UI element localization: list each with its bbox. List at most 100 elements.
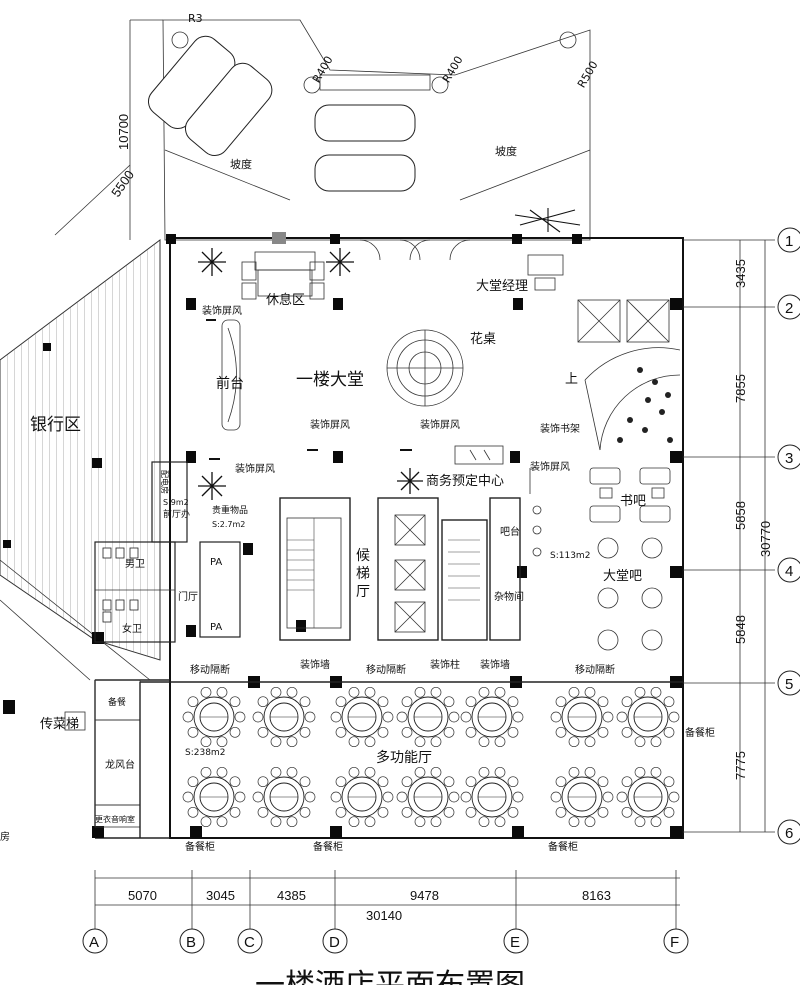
chair bbox=[304, 711, 316, 723]
chair bbox=[634, 686, 646, 698]
chair bbox=[348, 816, 360, 828]
chair bbox=[396, 711, 408, 723]
lobby-bar-tables bbox=[597, 537, 663, 651]
chair bbox=[634, 766, 646, 778]
chair bbox=[414, 816, 426, 828]
dim-bottom: 5070 bbox=[128, 888, 157, 903]
chair bbox=[299, 696, 311, 708]
chair bbox=[377, 776, 389, 788]
round-table bbox=[330, 686, 394, 748]
chair bbox=[330, 711, 342, 723]
chair bbox=[299, 776, 311, 788]
chair bbox=[414, 686, 426, 698]
chair bbox=[465, 726, 477, 738]
chair bbox=[602, 711, 614, 723]
dim-bottom-total: 30140 bbox=[366, 908, 402, 923]
chair bbox=[257, 806, 269, 818]
reception-label: 前台 bbox=[216, 375, 244, 392]
flower-table bbox=[386, 329, 464, 407]
chair bbox=[478, 816, 490, 828]
side-label: 配电房 bbox=[160, 470, 170, 494]
round-table bbox=[396, 766, 460, 828]
chair bbox=[348, 686, 360, 698]
round-table bbox=[460, 686, 524, 748]
chair bbox=[335, 806, 347, 818]
chair bbox=[478, 686, 490, 698]
chair bbox=[507, 776, 519, 788]
cabinet-label: 备餐柜 bbox=[685, 726, 715, 739]
chair bbox=[568, 816, 580, 828]
chair bbox=[443, 726, 455, 738]
decor-wall-label: 装饰墙 bbox=[300, 658, 330, 671]
chair bbox=[252, 791, 264, 803]
chair bbox=[216, 686, 228, 698]
row-axis-label: 1 bbox=[785, 233, 793, 250]
radius-label: R3 bbox=[188, 12, 203, 25]
round-table bbox=[550, 686, 614, 748]
chair bbox=[584, 816, 596, 828]
dim-right: 7775 bbox=[733, 751, 748, 780]
partition-label: 移动隔断 bbox=[190, 663, 230, 676]
chair bbox=[602, 791, 614, 803]
chair bbox=[507, 696, 519, 708]
men-wc-label: 男卫 bbox=[125, 558, 145, 570]
chair bbox=[270, 816, 282, 828]
chair bbox=[597, 726, 609, 738]
bank-label: 银行区 bbox=[30, 415, 81, 435]
chair bbox=[330, 791, 342, 803]
chair bbox=[448, 711, 460, 723]
chair bbox=[299, 726, 311, 738]
chair bbox=[550, 711, 562, 723]
chair bbox=[584, 766, 596, 778]
round-table bbox=[550, 766, 614, 828]
round-table bbox=[182, 766, 246, 828]
screen-markers bbox=[206, 319, 531, 494]
chair bbox=[634, 816, 646, 828]
room-suffix-label: 房 bbox=[0, 830, 10, 843]
chair bbox=[621, 806, 633, 818]
chair bbox=[348, 766, 360, 778]
chair bbox=[377, 696, 389, 708]
chair bbox=[443, 696, 455, 708]
pa-label: PA bbox=[210, 557, 222, 568]
book-bar-label: 书吧 bbox=[620, 494, 646, 509]
chair bbox=[200, 816, 212, 828]
col-axis-label: A bbox=[89, 934, 99, 951]
elevator-hall-label: 候 bbox=[356, 548, 370, 564]
chair bbox=[430, 736, 442, 748]
slope-label-right: 坡度 bbox=[495, 144, 517, 158]
entrance-driveway: 坡度 坡度 R400 R400 R500 R3 10700 5500 bbox=[54, 12, 601, 241]
chair bbox=[182, 711, 194, 723]
chair bbox=[494, 816, 506, 828]
chair bbox=[348, 736, 360, 748]
row-axis-label: 5 bbox=[785, 676, 793, 693]
cabinet-label: 备餐柜 bbox=[548, 840, 578, 853]
chair bbox=[335, 776, 347, 788]
radius-label: R500 bbox=[575, 59, 601, 90]
chair bbox=[448, 791, 460, 803]
lounge-furniture bbox=[198, 232, 423, 500]
changing-room-label: 更衣音响室 bbox=[95, 814, 135, 824]
chair bbox=[621, 696, 633, 708]
chair bbox=[414, 736, 426, 748]
up-label: 上 bbox=[565, 372, 578, 387]
chair bbox=[286, 766, 298, 778]
chair bbox=[364, 766, 376, 778]
round-table bbox=[252, 686, 316, 748]
chair bbox=[621, 726, 633, 738]
service-block bbox=[94, 461, 241, 643]
elevator-hall-label: 厅 bbox=[356, 584, 370, 600]
door-hall-label: 门厅 bbox=[178, 590, 198, 603]
chair bbox=[494, 766, 506, 778]
manager-desk bbox=[527, 254, 564, 291]
chair bbox=[650, 686, 662, 698]
dim-bottom: 8163 bbox=[582, 888, 611, 903]
chair bbox=[555, 776, 567, 788]
plan-title: 一楼酒店平面布置图 bbox=[255, 968, 525, 985]
chair bbox=[187, 696, 199, 708]
partition-label: 移动隔断 bbox=[575, 663, 615, 676]
building-walls bbox=[94, 237, 684, 839]
slope-label-left: 坡度 bbox=[230, 157, 252, 171]
chair bbox=[187, 806, 199, 818]
business-center-counter bbox=[454, 445, 504, 465]
